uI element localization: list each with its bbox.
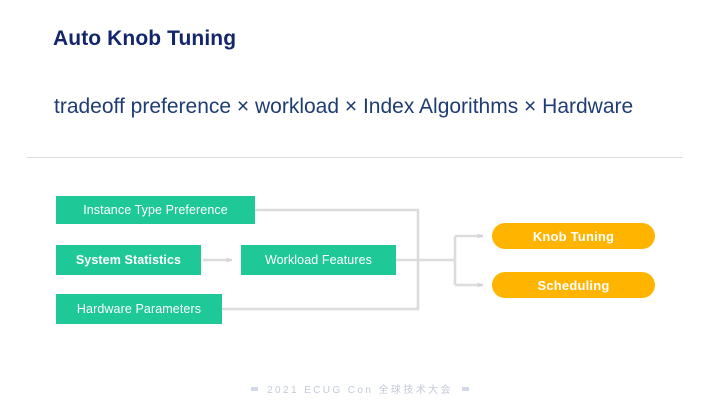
slide-subtitle: tradeoff preference × workload × Index A… [54,95,634,118]
node-instance-type-preference[interactable]: Instance Type Preference [56,196,255,224]
node-system-statistics[interactable]: System Statistics [56,245,201,275]
node-knob-tuning[interactable]: Knob Tuning [492,223,655,249]
node-scheduling[interactable]: Scheduling [492,272,655,298]
footer-tick-left-icon [251,386,259,391]
slide-footer: 2021 ECUG Con 全球技术大会 [0,381,720,396]
node-workload-features[interactable]: Workload Features [241,245,396,275]
page-title: Auto Knob Tuning [53,27,237,50]
header-divider [27,157,683,158]
footer-tick-right-icon [461,386,469,391]
footer-label: 2021 ECUG Con 全球技术大会 [267,385,453,396]
node-hardware-parameters[interactable]: Hardware Parameters [56,294,222,324]
